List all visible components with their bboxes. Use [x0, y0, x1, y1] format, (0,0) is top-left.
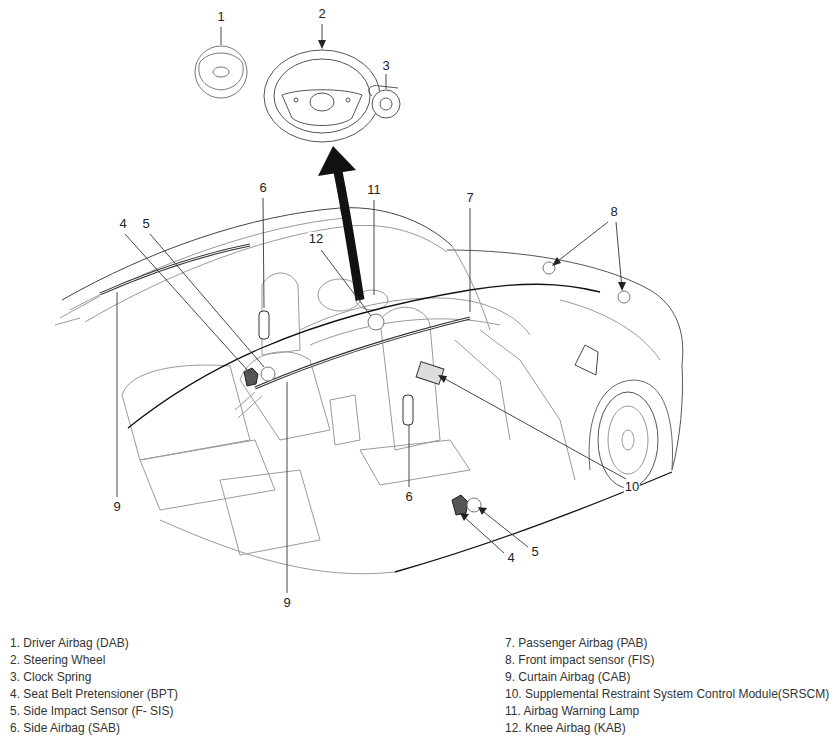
- callout-number: 12: [308, 232, 324, 246]
- part-list-item: 11. Airbag Warning Lamp: [505, 705, 639, 718]
- callout-number: 11: [366, 183, 382, 197]
- part-list-item: 10. Supplemental Restraint System Contro…: [505, 688, 829, 701]
- part-list-item: 6. Side Airbag (SAB): [10, 722, 120, 735]
- part-list-item: 8. Front impact sensor (FIS): [505, 654, 654, 667]
- callout-number: 2: [317, 7, 326, 21]
- callout-number: 7: [465, 191, 474, 205]
- part-list-item: 9. Curtain Airbag (CAB): [505, 671, 630, 684]
- part-list-item: 5. Side Impact Sensor (F- SIS): [10, 705, 173, 718]
- callout-number: 9: [112, 500, 121, 514]
- callout-number: 8: [609, 205, 618, 219]
- part-list-item: 4. Seat Belt Pretensioner (BPT): [10, 688, 178, 701]
- part-list-item: 12. Knee Airbag (KAB): [505, 722, 626, 735]
- part-list-item: 3. Clock Spring: [10, 671, 91, 684]
- callout-number: 1: [216, 10, 225, 24]
- callout-number: 6: [258, 181, 267, 195]
- callout-number: 4: [506, 551, 515, 565]
- callout-number: 6: [404, 490, 413, 504]
- part-list-item: 7. Passenger Airbag (PAB): [505, 637, 648, 650]
- callout-number: 3: [381, 59, 390, 73]
- part-list-item: 1. Driver Airbag (DAB): [10, 637, 129, 650]
- callout-number: 5: [141, 217, 150, 231]
- callout-number: 5: [530, 545, 539, 559]
- callout-number: 9: [282, 596, 291, 610]
- callout-number: 4: [118, 217, 127, 231]
- callout-number: 10: [624, 480, 640, 494]
- part-list-item: 2. Steering Wheel: [10, 654, 105, 667]
